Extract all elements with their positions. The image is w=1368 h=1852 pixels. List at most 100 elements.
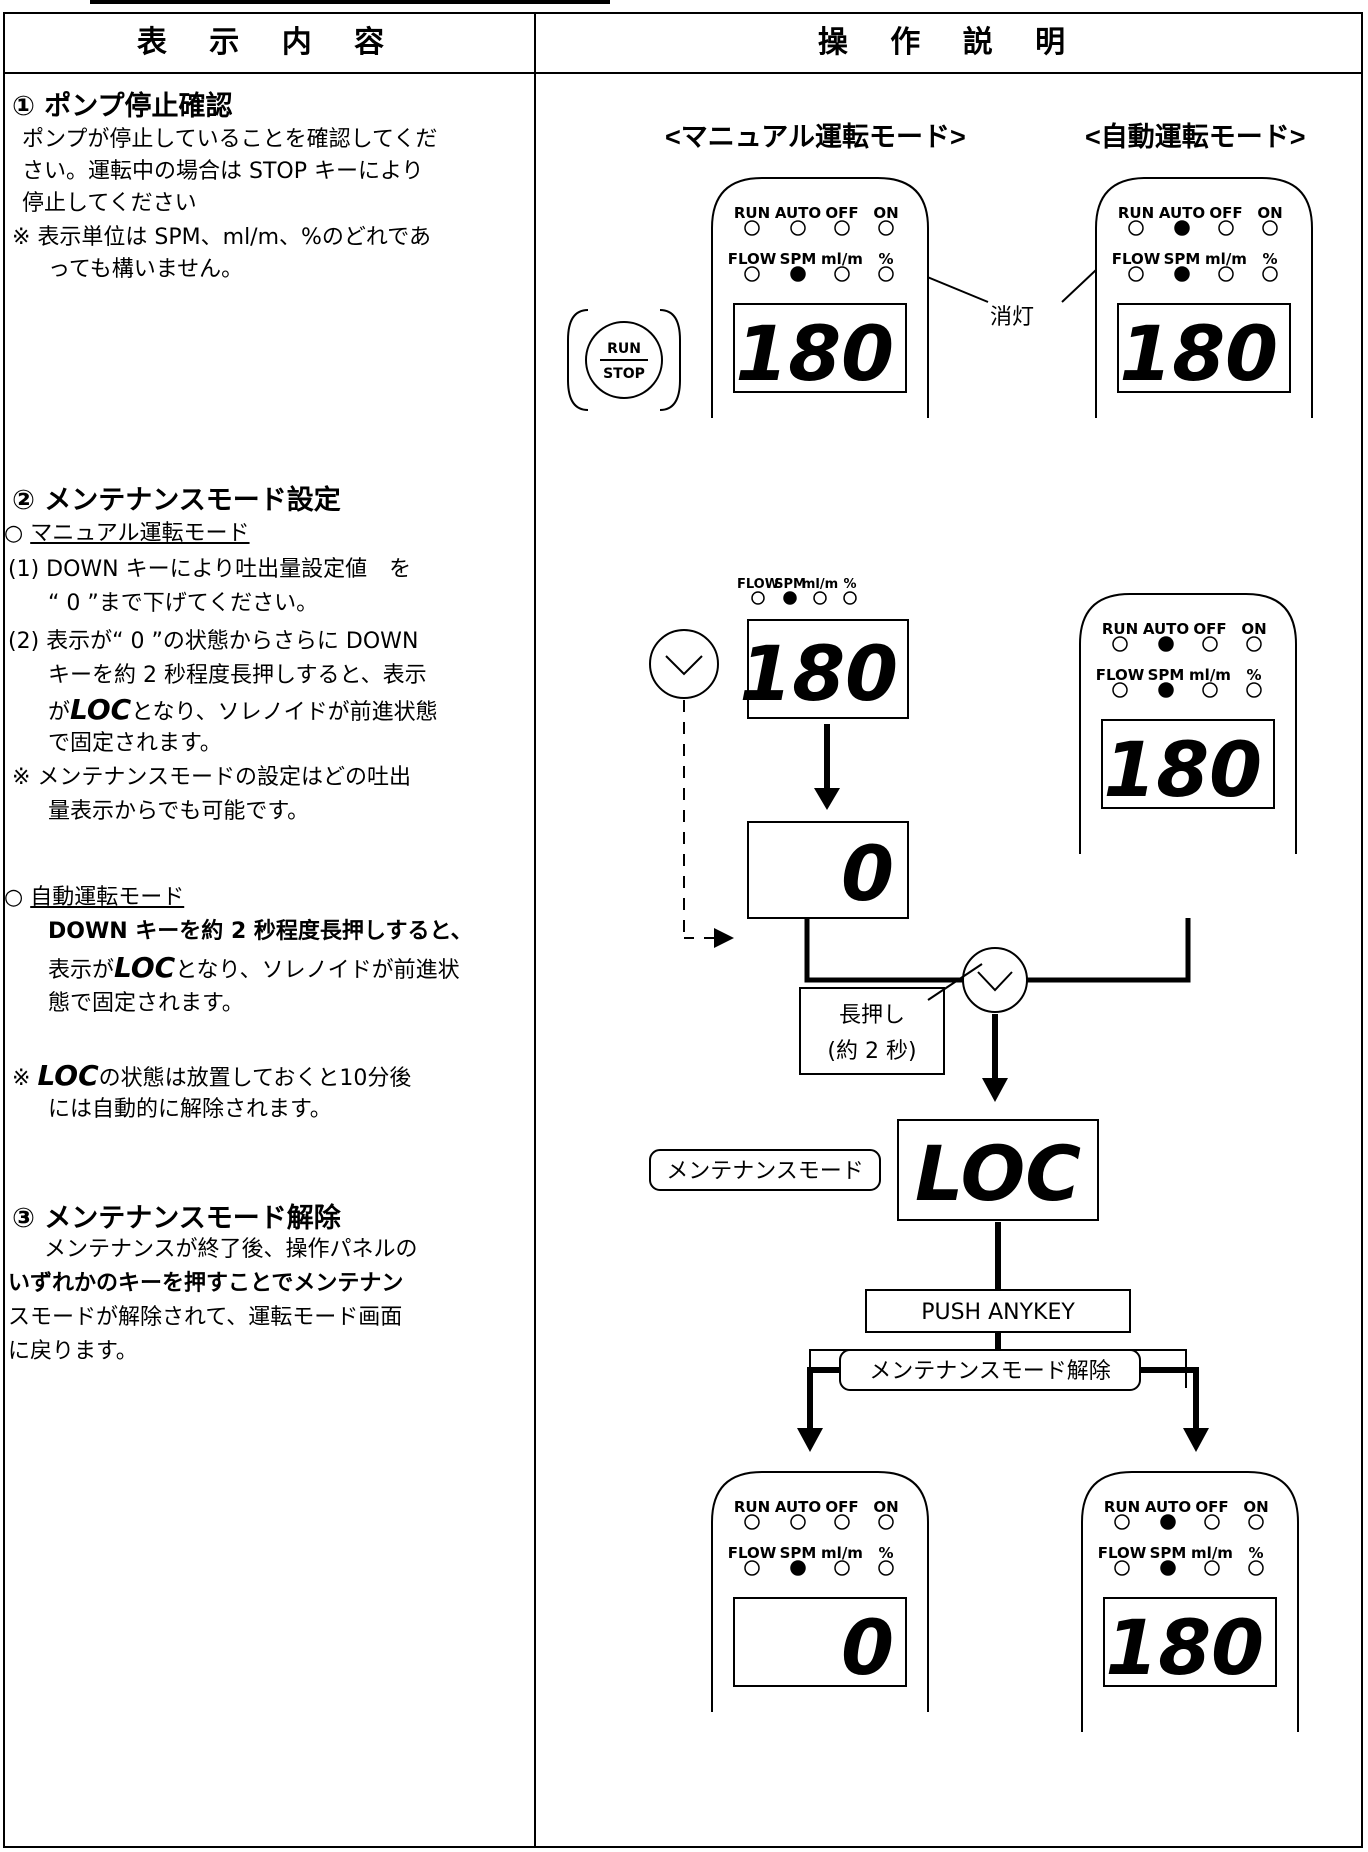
arrow-180-to-0-head	[814, 788, 840, 810]
led-indicator	[878, 266, 894, 282]
led-label: FLOW	[1096, 666, 1145, 684]
led-indicator	[790, 266, 806, 282]
section-3-title: ③ メンテナンスモード解除	[12, 1203, 341, 1234]
led-label: FLOW	[728, 1544, 777, 1562]
release-branch-right-head	[1183, 1428, 1209, 1452]
led-indicator	[1174, 266, 1190, 282]
led-indicator	[1128, 220, 1144, 236]
s2-auto-heading: ○ 自動運転モード	[4, 885, 185, 910]
panel-display-text: 180	[1119, 309, 1278, 398]
led-label: ml/m	[1189, 666, 1231, 684]
s2-note-3-post: の状態は放置しておくと10分後	[98, 1066, 412, 1091]
led-label: AUTO	[1159, 204, 1205, 222]
long-press-pointer	[927, 963, 983, 1001]
led-label: FLOW	[728, 250, 777, 268]
s2-step2-d: で固定されます。	[48, 731, 222, 756]
display-loc-text: LOC	[915, 1129, 1081, 1218]
loc-glyph-inline: LOC	[70, 693, 132, 726]
led-indicator	[813, 591, 827, 605]
release-branch-left-head	[797, 1428, 823, 1452]
s2-manual-heading: ○ マニュアル運転モード	[4, 521, 250, 546]
led-indicator	[1114, 1514, 1130, 1530]
led-indicator	[1112, 682, 1128, 698]
led-label: SPM	[780, 250, 817, 268]
led-indicator	[744, 1514, 760, 1530]
led-indicator	[1202, 636, 1218, 652]
s2-auto-line-3: 態で固定されます。	[48, 991, 244, 1016]
s2-step2-c-post: となり、ソレノイドが前進状態	[131, 700, 438, 725]
loc-glyph-inline-2: LOC	[114, 951, 176, 984]
led-indicator	[790, 220, 806, 236]
led-label: RUN	[1118, 204, 1154, 222]
s2-step2-a: (2) 表示が“ 0 ”の状態からさらに DOWN	[8, 629, 419, 654]
led-indicator	[878, 1514, 894, 1530]
led-indicator	[834, 220, 850, 236]
led-indicator	[843, 591, 857, 605]
s2-step1-a: (1) DOWN キーにより吐出量設定値 を	[8, 557, 412, 582]
panel-display	[733, 303, 907, 393]
merge-line-left	[804, 918, 965, 983]
release-branch-right	[1140, 1367, 1199, 1430]
led-indicator	[878, 1560, 894, 1576]
led-indicator	[1248, 1560, 1264, 1576]
led-label: ON	[1241, 620, 1266, 638]
down-key-merge[interactable]	[962, 947, 1028, 1013]
led-indicator	[1204, 1560, 1220, 1576]
led-indicator	[834, 1560, 850, 1576]
chevron-down-icon-2	[977, 971, 1013, 992]
panel-display-text: 180	[1105, 1603, 1264, 1692]
led-indicator	[1218, 266, 1234, 282]
s2-step2-c-pre: が	[48, 700, 71, 725]
led-label: OFF	[1193, 620, 1226, 638]
top-title-underline	[90, 0, 610, 4]
led-label: %	[878, 1544, 893, 1562]
led-label: SPM	[780, 1544, 817, 1562]
led-label: RUN	[734, 1498, 770, 1516]
led-label: OFF	[1195, 1498, 1228, 1516]
long-press-label-1: 長押し	[839, 1003, 905, 1028]
column-divider	[534, 12, 536, 1848]
panel-display	[733, 1597, 907, 1687]
led-indicator	[783, 591, 797, 605]
led-indicator	[1202, 682, 1218, 698]
maintenance-release-label: メンテナンスモード解除	[869, 1359, 1111, 1384]
section-2-title: ② メンテナンスモード設定	[12, 485, 341, 516]
run-key-label: RUN	[607, 341, 641, 357]
run-stop-key[interactable]: RUN STOP	[567, 309, 681, 411]
release-branch-left	[807, 1367, 840, 1430]
led-label: SPM	[1150, 1544, 1187, 1562]
s1-note-2: っても構いません。	[48, 257, 244, 282]
s3-line-1: メンテナンスが終了後、操作パネルの	[44, 1237, 418, 1262]
unlit-label: 消灯	[990, 305, 1034, 330]
led-label: FLOW	[1098, 1544, 1147, 1562]
s2-note-2: 量表示からでも可能です。	[48, 799, 310, 824]
led-indicator	[1246, 682, 1262, 698]
led-indicator	[834, 266, 850, 282]
column-header-operation: 操 作 説 明	[817, 25, 1082, 60]
led-indicator	[790, 1560, 806, 1576]
led-label: OFF	[1209, 204, 1242, 222]
led-label: SPM	[1148, 666, 1185, 684]
maintenance-mode-label: メンテナンスモード	[666, 1159, 864, 1184]
down-key-manual[interactable]	[649, 629, 719, 699]
display-manual-0	[747, 821, 909, 919]
table-frame	[3, 12, 1363, 1848]
stop-key-label: STOP	[603, 366, 645, 382]
s2-step2-b: キーを約 2 秒程度長押しすると、表示	[48, 663, 427, 688]
manual-mode-heading: マニュアル運転モード	[30, 521, 250, 546]
led-indicator	[1218, 220, 1234, 236]
s3-line-3: スモードが解除されて、運転モード画面	[8, 1305, 403, 1330]
led-indicator	[878, 220, 894, 236]
s2-note-3-pre: ※	[12, 1066, 31, 1091]
led-indicator	[1204, 1514, 1220, 1530]
led-indicator	[1248, 1514, 1264, 1530]
led-label: RUN	[1102, 620, 1138, 638]
led-indicator	[1262, 220, 1278, 236]
led-indicator	[744, 266, 760, 282]
